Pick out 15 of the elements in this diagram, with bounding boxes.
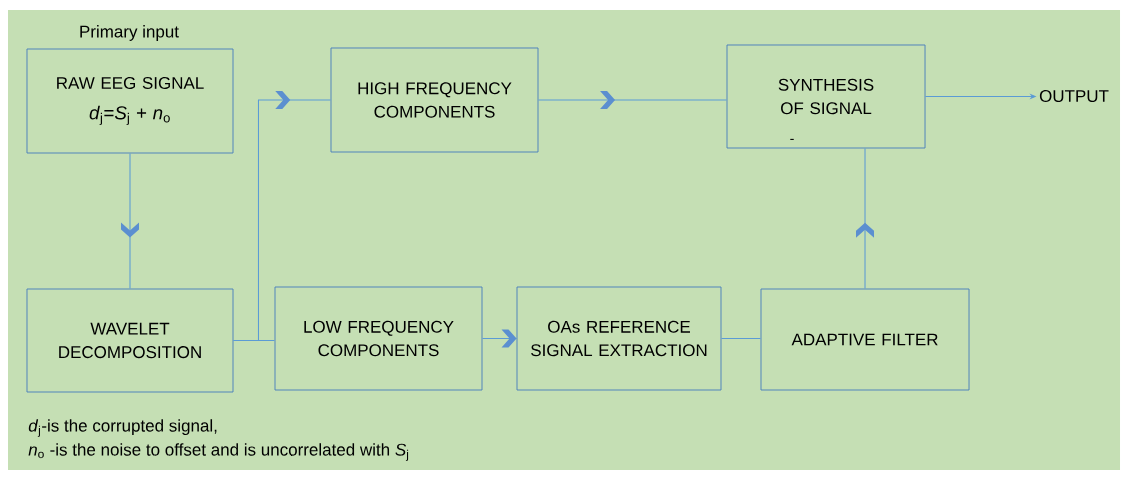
arrow	[121, 152, 139, 290]
arrow	[856, 147, 874, 290]
process-box: WAVELET DECOMPOSITION	[26, 288, 234, 393]
input-heading: Primary input	[80, 25, 179, 41]
process-box: LOW FREQUENCY COMPONENTS	[274, 286, 483, 391]
note-text: d$_{j}$-is the corrupted signal,	[28, 419, 217, 437]
process-box: ADAPTIVE FILTER	[760, 288, 970, 391]
process-box: HIGH FREQUENCY COMPONENTS	[330, 47, 539, 153]
dash-mark: -	[790, 138, 794, 140]
arrow	[481, 329, 518, 348]
arrow	[537, 91, 728, 109]
output-label: OUTPUT	[1039, 90, 1109, 102]
process-box: RAW EEG SIGNAL d$_{j}$=S$_{j}$ + n$_{o}$	[26, 48, 234, 154]
note-text: n$_{o}$ -is the noise to offset and is uncorrelated with S$_{j}$	[28, 443, 409, 461]
process-box: OAs REFERENCE SIGNAL EXTRACTION	[516, 286, 722, 391]
